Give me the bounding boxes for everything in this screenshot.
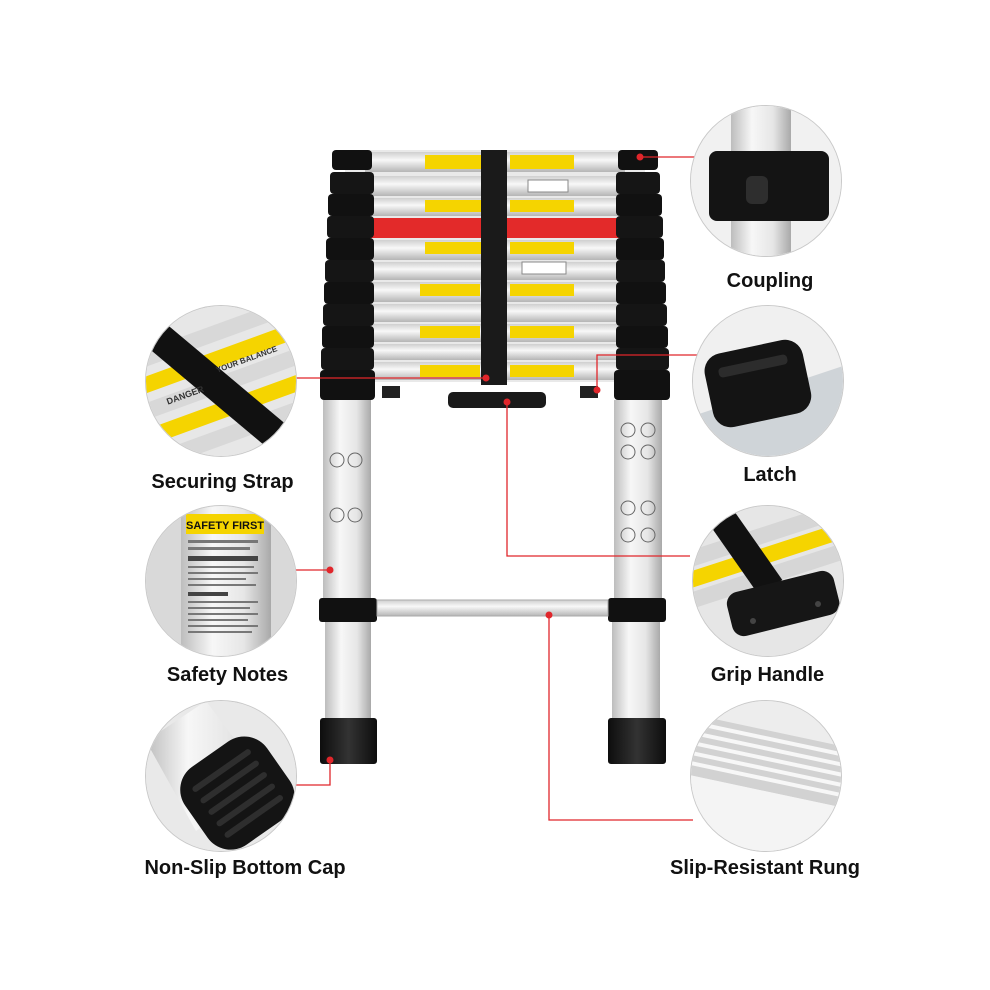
left-couplings [320,150,375,400]
left-foot [320,718,377,764]
rung-inset [690,700,842,852]
callout-lines [292,156,698,821]
securing-strap-inset: DANGER YOUR BALANCE [145,305,297,457]
coupling-inset [690,105,842,257]
safety-first-text: SAFETY FIRST [186,520,264,532]
grip [448,392,546,408]
latch-inset [692,305,844,457]
strap [481,150,507,385]
safety-notes-label: Safety Notes [166,664,289,686]
grip-handle-label: Grip Handle [710,664,825,686]
latch-label: Latch [743,464,797,486]
right-foot [608,718,666,764]
securing-strap-label: Securing Strap [151,471,294,493]
right-couplings [614,150,670,400]
bottom-cap-inset [145,700,297,852]
bottom-cap-label: Non-Slip Bottom Cap [144,857,346,879]
coupling-label: Coupling [726,270,814,292]
grip-handle-inset [692,505,844,657]
bottom-rung [376,599,609,617]
safety-notes-inset: SAFETY FIRST [145,505,297,657]
rung-label: Slip-Resistant Rung [669,857,860,879]
